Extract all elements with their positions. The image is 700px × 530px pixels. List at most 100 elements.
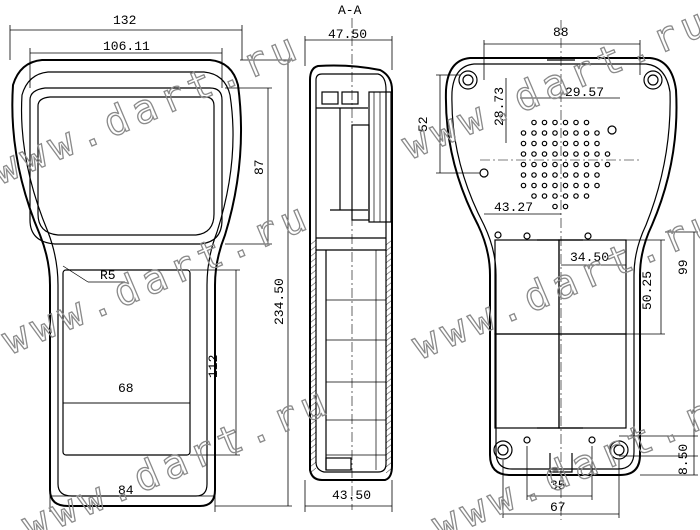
hatch-line <box>385 239 393 246</box>
speaker-hole <box>531 182 537 189</box>
speaker-hole <box>583 161 590 168</box>
speaker-hole <box>594 182 600 189</box>
hatch-line <box>309 335 317 342</box>
speaker-hole <box>552 203 558 210</box>
hatch-line <box>309 311 317 318</box>
section-inner-wall <box>315 73 387 473</box>
hatch-line <box>385 419 393 426</box>
section-view: A-A <box>309 3 393 510</box>
section-label: A-A <box>338 3 362 18</box>
speaker-hole <box>541 119 548 126</box>
speaker-hole <box>531 130 537 136</box>
hatch-line <box>385 353 393 360</box>
watermark-4: www.dart.ru <box>406 198 700 370</box>
speaker-hole <box>520 151 527 157</box>
speaker-hole <box>552 182 558 189</box>
speaker-hole <box>562 182 569 189</box>
speaker-hole <box>562 140 569 147</box>
speaker-hole <box>604 151 611 157</box>
hatch-line <box>309 467 317 474</box>
speaker-hole <box>541 151 548 157</box>
hatch-line <box>309 245 317 252</box>
dim-front-overall-height: 234.50 <box>272 278 287 325</box>
hatch-line <box>385 359 393 366</box>
back-screw-top-right <box>643 70 663 90</box>
speaker-hole <box>520 172 527 178</box>
speaker-hole <box>604 161 611 168</box>
speaker-hole <box>583 151 590 157</box>
speaker-hole <box>520 161 527 168</box>
speaker-hole <box>573 119 579 126</box>
dim-front-window-height: 87 <box>252 159 267 175</box>
hatch-line <box>385 455 393 462</box>
speaker-hole <box>531 193 537 199</box>
hatch-line <box>309 239 317 246</box>
hatch-line <box>385 461 393 468</box>
speaker-hole <box>583 172 590 178</box>
hatch-line <box>385 449 393 456</box>
dim-front-overall-width: 132 <box>113 13 136 28</box>
speaker-hole <box>541 172 548 178</box>
back-inner-outline <box>451 63 671 470</box>
speaker-hole <box>531 151 537 157</box>
speaker-hole <box>594 172 600 178</box>
hatch-line <box>385 251 393 258</box>
hatch-line <box>309 401 317 408</box>
speaker-hole <box>541 161 548 168</box>
hatch-line <box>309 323 317 330</box>
speaker-hole <box>520 130 527 136</box>
hatch-line <box>309 419 317 426</box>
speaker-hole <box>562 151 569 157</box>
back-screw-bottom-right <box>609 440 629 460</box>
front-dimensions: 132 106.11 87 234.50 R5 68 112 84 <box>9 13 292 512</box>
hatch-line <box>385 407 393 414</box>
watermark-3: www.dart.ru <box>0 193 319 365</box>
dim-back-battery-width: 34.50 <box>570 250 609 265</box>
hatch-line <box>385 263 393 270</box>
back-view <box>444 20 678 520</box>
back-outline <box>444 57 678 476</box>
hatch-line <box>385 269 393 276</box>
hatch-line <box>309 359 317 366</box>
hatch-line <box>385 431 393 438</box>
dim-back-overall-width: 88 <box>553 25 569 40</box>
hatch-line <box>309 275 317 282</box>
back-dimensions: 88 52 28.73 29.57 43.27 34.50 50.25 99 8… <box>416 25 698 518</box>
hatch-line <box>385 245 393 252</box>
display-window-outer <box>29 87 223 245</box>
dim-section-top-depth: 47.50 <box>328 27 367 42</box>
front-view <box>11 59 243 507</box>
r5-leader <box>62 265 89 283</box>
hatch-line <box>309 461 317 468</box>
speaker-hole <box>573 161 579 168</box>
speaker-hole <box>594 130 600 136</box>
dim-back-side-height: 99 <box>676 259 691 275</box>
speaker-hole <box>541 140 548 147</box>
hatch-line <box>385 365 393 372</box>
speaker-hole <box>531 140 537 147</box>
hatch-line <box>385 389 393 396</box>
hatch-line <box>309 395 317 402</box>
speaker-hole <box>573 130 579 136</box>
hatch-line <box>385 413 393 420</box>
keypad-area <box>62 269 191 456</box>
battery-compartment <box>494 239 627 429</box>
front-outline <box>11 59 243 507</box>
back-screw-bottom-left <box>493 440 513 460</box>
hatch-line <box>385 275 393 282</box>
hatch-line <box>309 347 317 354</box>
section-hatch-left <box>309 239 317 474</box>
hatch-line <box>309 407 317 414</box>
hatch-line <box>309 371 317 378</box>
speaker-hole <box>562 119 569 126</box>
dim-back-speaker-h2: 43.27 <box>494 200 533 215</box>
speaker-hole <box>583 193 590 199</box>
speaker-hole <box>573 193 579 199</box>
hatch-line <box>385 287 393 294</box>
hatch-line <box>309 425 317 432</box>
hatch-line <box>385 437 393 444</box>
hatch-line <box>385 443 393 450</box>
hatch-line <box>309 437 317 444</box>
speaker-hole <box>594 161 600 168</box>
